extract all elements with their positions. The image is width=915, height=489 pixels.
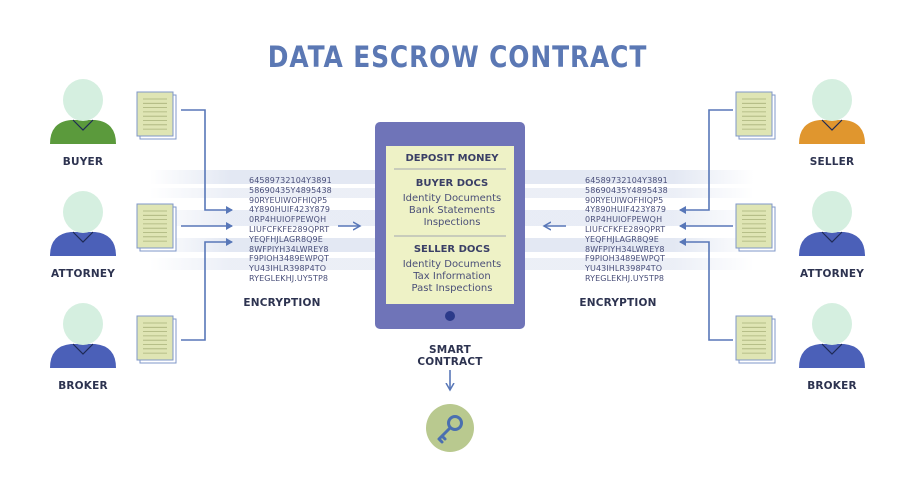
page-title: DATA ESCROW CONTRACT (267, 40, 648, 74)
label-left-1: ATTORNEY (50, 268, 116, 280)
document-icon-right (735, 91, 776, 140)
attorney-right-person-icon (799, 191, 865, 256)
hash-line: 4Y890HUIF423Y879 (249, 205, 331, 215)
encryption-label-right: ENCRYPTION (579, 297, 657, 309)
hash-line: RYEGLEKHJ.UY5TP8 (585, 273, 665, 283)
hash-line: 64589732104Y3891 (585, 176, 668, 185)
hash-line: 64589732104Y3891 (249, 176, 332, 185)
smart-contract-tablet (375, 122, 525, 329)
label-right-0: SELLER (809, 156, 855, 168)
broker-left-person-icon (50, 303, 116, 368)
label-left-2: BROKER (58, 380, 108, 392)
hash-line: 4Y890HUIF423Y879 (585, 205, 667, 215)
hash-line: 8WFPIYH34LWREY8 (585, 244, 665, 254)
hash-line: YU43IHLR398P4TO (249, 264, 327, 274)
seller-person-icon (799, 79, 865, 144)
smart-contract-label: SMART CONTRACT (417, 344, 483, 368)
label-right-1: ATTORNEY (799, 268, 865, 280)
key-icon (426, 404, 474, 452)
label-left-0: BUYER (62, 156, 104, 168)
hash-line: 90RYEUIWOFHIQP5 (249, 195, 328, 205)
hash-line: LIUFCFKFE289QPRT (249, 224, 330, 234)
encryption-band-left (150, 170, 378, 270)
hash-line: 58690435Y4895438 (585, 185, 668, 195)
hash-line: YU43IHLR398P4TO (585, 264, 663, 274)
encryption-band-right (524, 170, 754, 270)
attorney-left-person-icon (50, 191, 116, 256)
right-connectors (544, 109, 733, 341)
hash-line: YEQFHJLAGR8Q9E (585, 234, 659, 244)
buyer-docs-heading: BUYER DOCS (415, 178, 489, 189)
hash-line: YEQFHJLAGR8Q9E (249, 234, 323, 244)
seller-docs-heading: SELLER DOCS (413, 244, 491, 255)
document-icon-right (735, 203, 776, 252)
seller-doc-item: Identity Documents (402, 259, 502, 270)
label-right-2: BROKER (807, 380, 857, 392)
document-icon-left (136, 203, 177, 252)
left-connectors (181, 109, 360, 341)
hash-line: RYEGLEKHJ.UY5TP8 (249, 273, 329, 283)
broker-right-person-icon (799, 303, 865, 368)
hash-line: 8WFPIYH34LWREY8 (249, 244, 329, 254)
hash-line: 90RYEUIWOFHIQP5 (585, 195, 664, 205)
seller-doc-item: Past Inspections (411, 283, 493, 294)
hash-line: LIUFCFKFE289QPRT (585, 224, 666, 234)
tablet-home-button (445, 311, 455, 321)
encryption-label-left: ENCRYPTION (243, 297, 321, 309)
seller-doc-item: Tax Information (413, 271, 491, 282)
deposit-money-heading: DEPOSIT MONEY (405, 153, 499, 164)
hash-line: 0RP4HUIOFPEWQH (585, 215, 663, 225)
hash-line: F9PIOH3489EWPQT (249, 254, 330, 264)
buyer-doc-item: Bank Statements (408, 205, 496, 216)
hash-line: F9PIOH3489EWPQT (585, 254, 666, 264)
document-icon-left (136, 91, 177, 140)
buyer-doc-item: Identity Documents (402, 193, 502, 204)
document-icon-left (136, 315, 177, 364)
hash-line: 0RP4HUIOFPEWQH (249, 215, 327, 225)
buyer-doc-item: Inspections (423, 217, 481, 228)
hash-line: 58690435Y4895438 (249, 185, 332, 195)
document-icon-right (735, 315, 776, 364)
buyer-person-icon (50, 79, 116, 144)
